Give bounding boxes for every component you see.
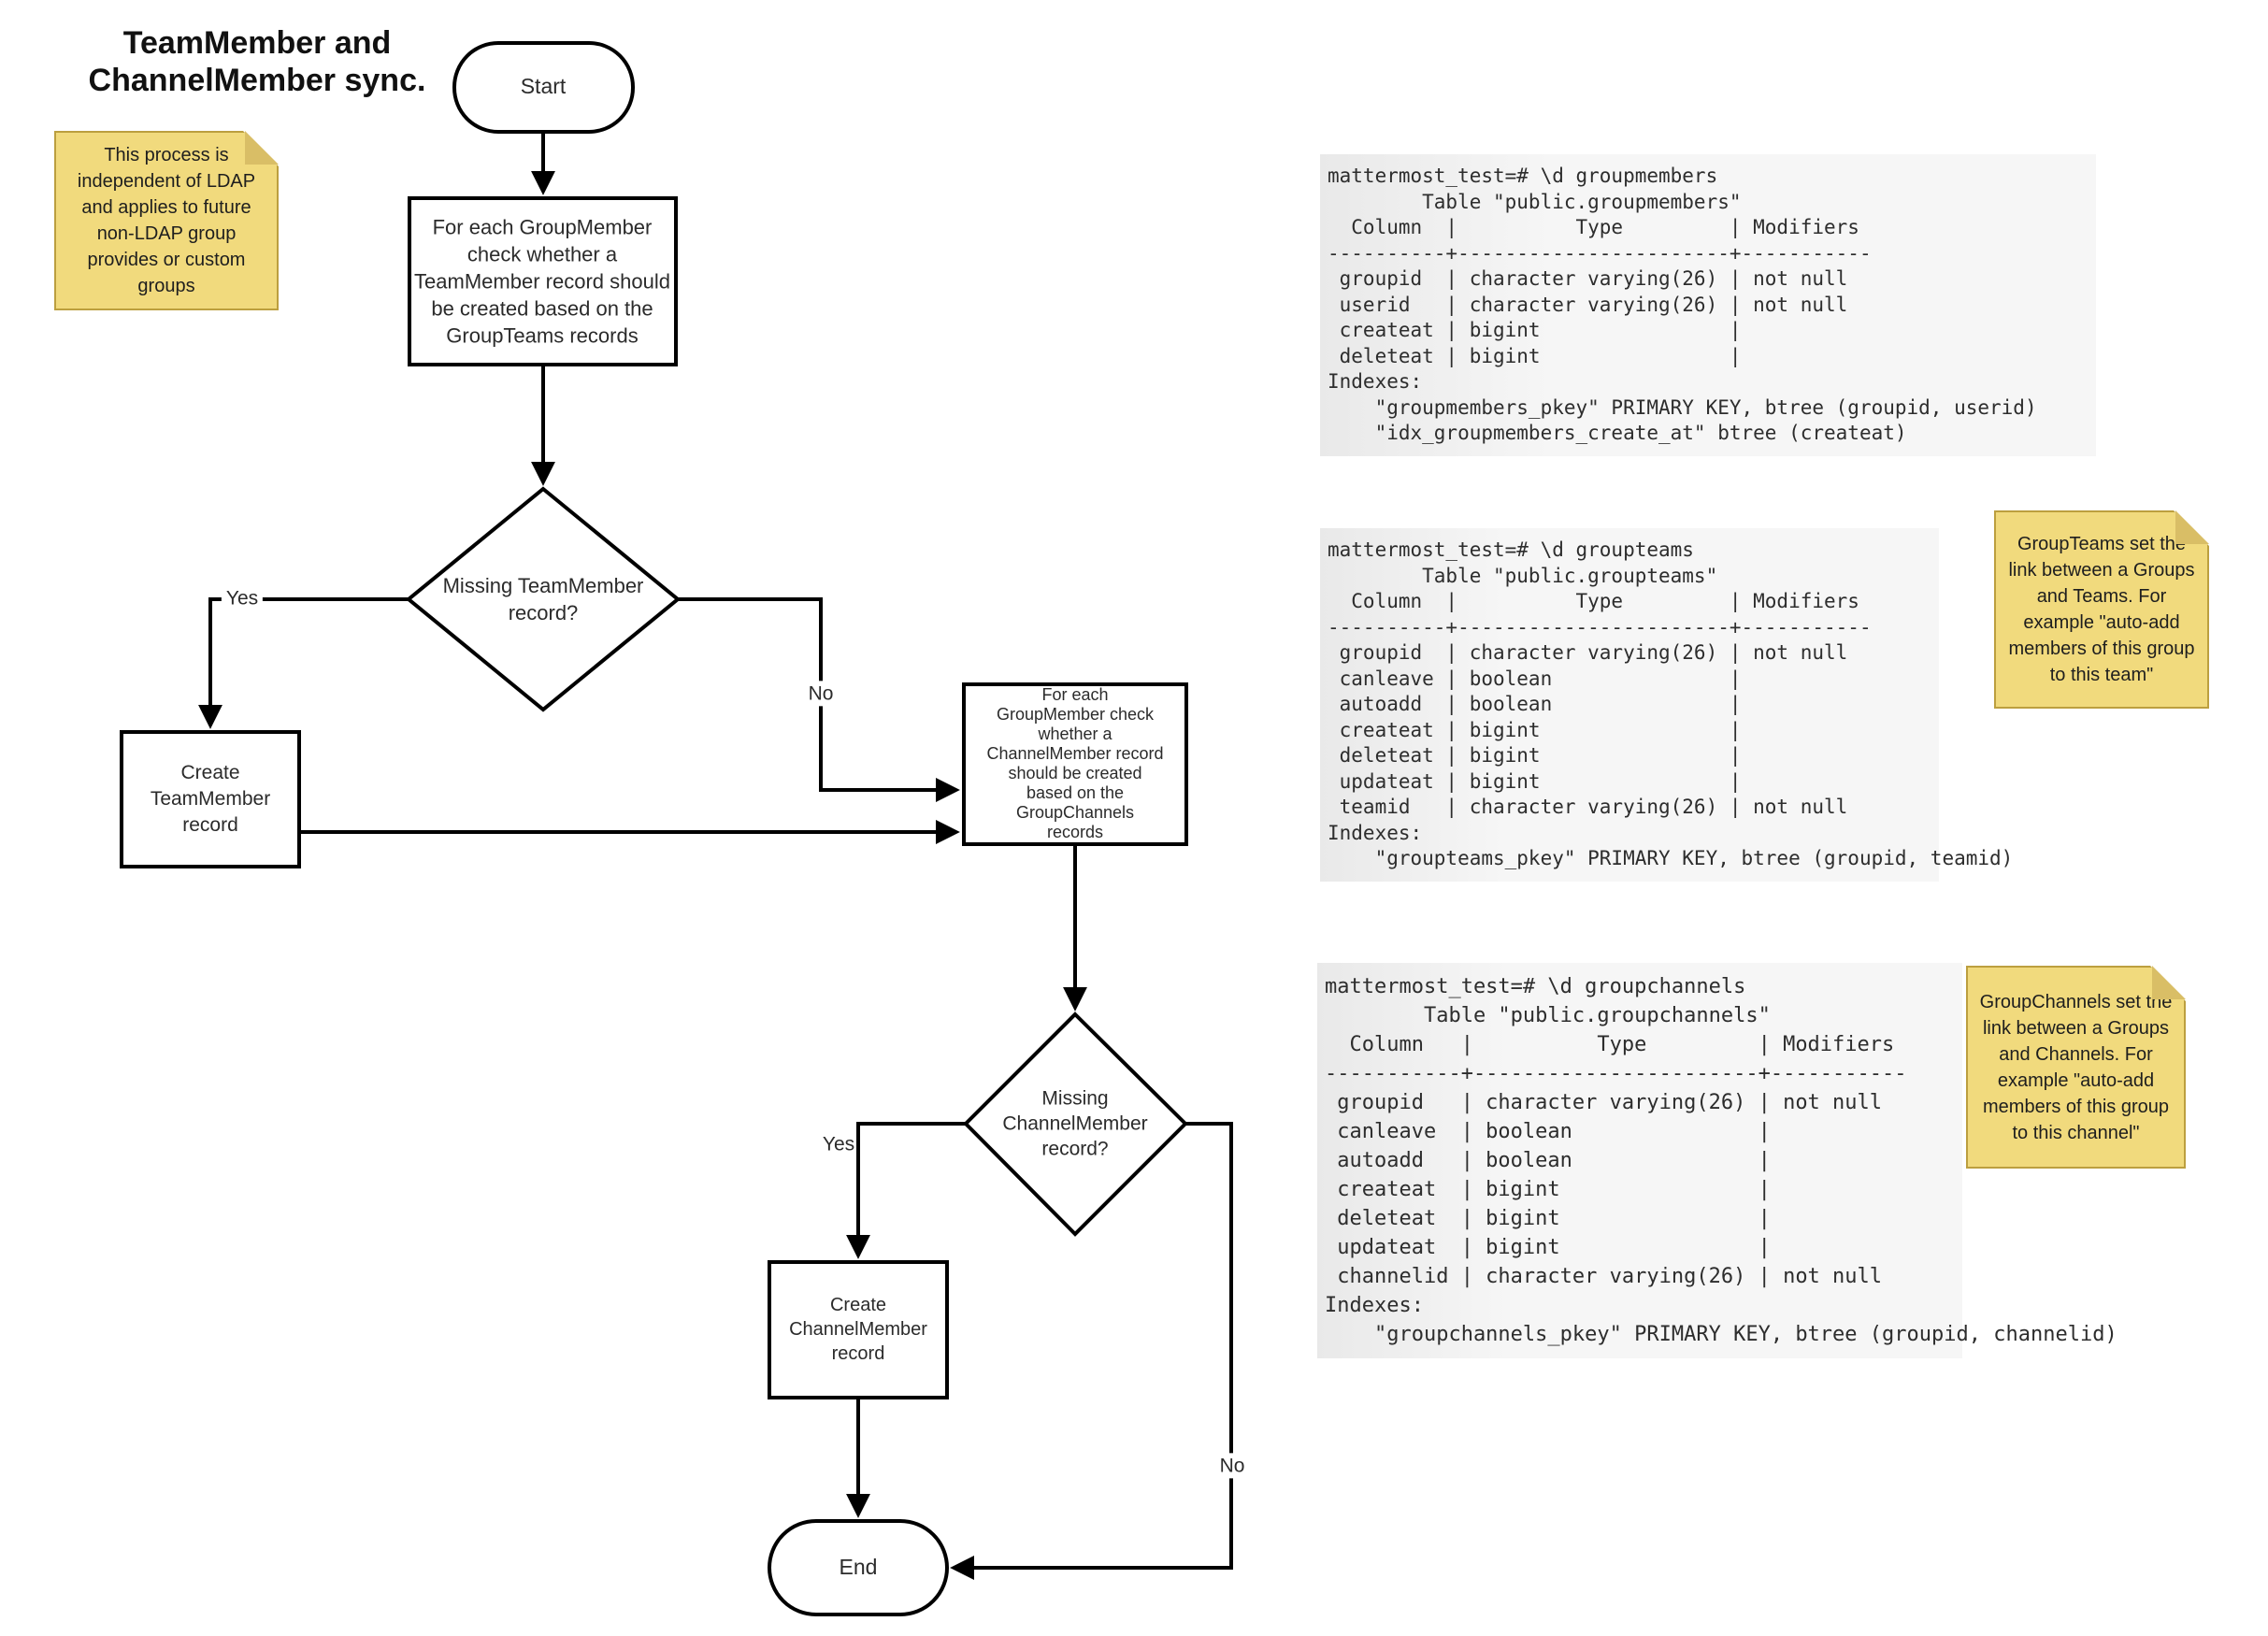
edge-label-yes-channel: Yes [822,1133,855,1155]
sticky-note-groupchannels: GroupChannels set the link between a Gro… [1966,966,2186,1169]
process-team-box-shape [408,196,678,366]
edge-label-no-team: No [803,681,839,707]
process-channel-box-shape [962,682,1188,846]
decision-channel-diamond-shape [963,1012,1188,1237]
psql-output-groupchannels: mattermost_test=# \d groupchannels Table… [1317,963,2117,1358]
create-channel-box-shape [768,1260,949,1399]
create-team-box-shape [120,730,301,868]
end-terminator-shape [768,1519,949,1616]
sticky-note-text: GroupTeams set the link between a Groups… [2008,534,2195,685]
sticky-note-groupteams: GroupTeams set the link between a Groups… [1994,510,2209,709]
connector-decision-channel-yes [846,1122,966,1259]
create-channel-label: Create ChannelMember record [789,1295,927,1364]
decision-team-diamond-shape [405,486,682,712]
start-label: Start [520,74,567,99]
decision-channel-label: Missing ChannelMember record? [1002,1087,1148,1160]
process-team-label: For each GroupMember check whether a Tea… [414,215,670,348]
psql-output-groupteams: mattermost_test=# \d groupteams Table "p… [1320,528,2013,882]
start-terminator-shape [452,41,635,134]
psql-output-groupmembers: mattermost_test=# \d groupmembers Table … [1320,154,2096,456]
end-label: End [839,1555,878,1580]
process-channel-label: For each GroupMember check whether a Cha… [986,685,1164,841]
note-fold-icon [2152,966,2186,999]
note-fold-icon [245,131,279,165]
edge-label-yes-team: Yes [221,585,264,611]
page-title: TeamMember and ChannelMember sync. [88,25,426,98]
note-fold-icon [2175,510,2209,544]
sticky-note-ldap-independence: This process is independent of LDAP and … [54,131,279,310]
connector-decision-team-yes [198,597,409,729]
decision-team-label: Missing TeamMember record? [442,574,644,624]
create-team-label: Create TeamMember record [150,762,271,836]
sticky-note-text: GroupChannels set the link between a Gro… [1979,991,2173,1143]
connector-decision-channel-no [950,1122,1233,1580]
edge-label-no-channel: No [1214,1453,1250,1479]
sticky-note-text: This process is independent of LDAP and … [77,145,256,296]
